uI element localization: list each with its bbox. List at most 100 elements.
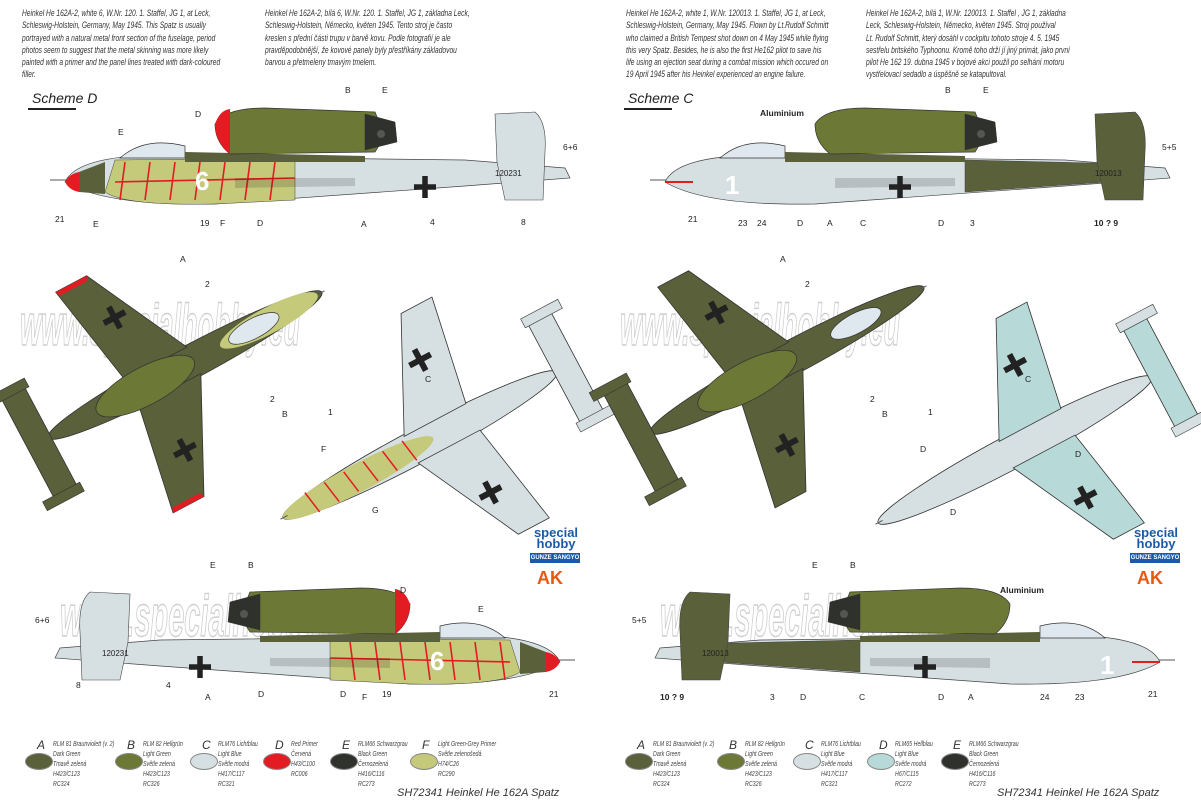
red-nose (546, 652, 560, 672)
canopy (719, 142, 786, 159)
legend-letter: B (127, 738, 136, 752)
color-swatch (263, 753, 291, 770)
engine-detail (977, 130, 985, 138)
callout-label: 23 (1075, 692, 1085, 702)
color-swatch (190, 753, 218, 770)
legend-letter: D (879, 738, 888, 752)
callout-label: B (945, 85, 951, 95)
wing (400, 296, 467, 438)
callout-label: B (850, 560, 856, 570)
legend-letter: E (342, 738, 351, 752)
balkenkreuz (422, 176, 428, 198)
tail-fin (1094, 111, 1146, 201)
panel-line (499, 641, 506, 681)
balkenkreuz (1077, 485, 1094, 510)
callout-label: E (983, 85, 989, 95)
callout-label: 10 ? 9 (1094, 218, 1118, 228)
legend-letter: C (202, 738, 211, 752)
tail-fin (679, 591, 731, 681)
red-intake (395, 589, 410, 634)
callout-label: A (180, 254, 186, 264)
callout-label: B (345, 85, 351, 95)
callout-label: C (859, 692, 865, 702)
callout-label: C (1025, 374, 1031, 384)
callout-label: E (478, 604, 484, 614)
legend-letter: F (422, 738, 430, 752)
panel-line (114, 177, 296, 183)
callout-label: D (1075, 449, 1081, 459)
engine-pod (95, 354, 195, 418)
callout-label: D (258, 689, 264, 699)
engine-pod (839, 587, 1011, 635)
description-cz-right: Heinkel He 162A-2, bílá 1, W.Nr. 120013.… (866, 8, 1070, 81)
tailplane (0, 384, 79, 501)
legend-text: RLM 81 Braunviolett (v. 2) Dark Green Tm… (653, 739, 715, 788)
tail-fin (79, 591, 131, 681)
legend-text: RLM66 Schwarzgrau Black Green Černozelen… (358, 739, 408, 788)
panel-line (329, 657, 511, 663)
legend-letter: A (637, 738, 646, 752)
callout-label: D (195, 109, 201, 119)
engine-pod (814, 107, 986, 155)
tail-fin (1115, 303, 1158, 334)
panel-line (194, 161, 201, 201)
engine-pod (697, 349, 797, 413)
wing-root (235, 178, 355, 188)
tailplane (602, 379, 681, 496)
legend-letter: B (729, 738, 738, 752)
divider (28, 108, 76, 110)
panel-line (374, 641, 381, 681)
callout-label: E (210, 560, 216, 570)
callout-label: 19 (200, 218, 210, 228)
callout-label: 3 (770, 692, 775, 702)
red-tip (172, 493, 204, 513)
wing-root (270, 658, 390, 668)
callout-label: C (860, 218, 866, 228)
canopy (830, 307, 882, 340)
wing (1012, 434, 1145, 540)
callout-label: 5+5 (632, 615, 647, 625)
callout-label: 6+6 (563, 142, 578, 152)
panel-line (119, 161, 126, 201)
callout-label: G (372, 505, 379, 515)
color-swatch (410, 753, 438, 770)
callout-label: B (282, 409, 288, 419)
pitot (317, 290, 325, 296)
panel-line (401, 440, 418, 461)
bottom-view (875, 301, 1201, 540)
tail-fin (644, 476, 687, 507)
serial-number: 120013 (702, 649, 729, 658)
callout-label: F (362, 692, 367, 702)
panel-line (219, 161, 226, 201)
wing-root (870, 658, 990, 668)
callout-label: C (425, 374, 431, 384)
tail-fin (42, 481, 85, 512)
balkenkreuz (897, 176, 903, 198)
red-nose (65, 172, 79, 192)
gunze-logo: GUNZE SANGYO (1130, 553, 1180, 563)
engine-detail (240, 610, 248, 618)
panel-line (244, 161, 251, 201)
callout-label: 1 (928, 407, 933, 417)
canopy (1039, 622, 1106, 639)
callout-label: 6+6 (35, 615, 50, 625)
panel-line (362, 461, 379, 482)
legend-letter: C (805, 738, 814, 752)
red-tip (55, 275, 88, 296)
callout-label: F (321, 444, 326, 454)
primer-panel (329, 637, 521, 685)
balkenkreuz (482, 480, 499, 505)
legend-text: RLM76 Lichtblau Light Blue Světle modrá … (821, 739, 861, 788)
callout-label: 21 (55, 214, 65, 224)
primer-panel (104, 157, 296, 205)
legend-text: Light Green-Grey Primer Světle zelenošed… (438, 739, 497, 778)
callout-label: D (950, 507, 956, 517)
dark-nose (520, 642, 546, 674)
aircraft-code: 6 (195, 166, 209, 196)
